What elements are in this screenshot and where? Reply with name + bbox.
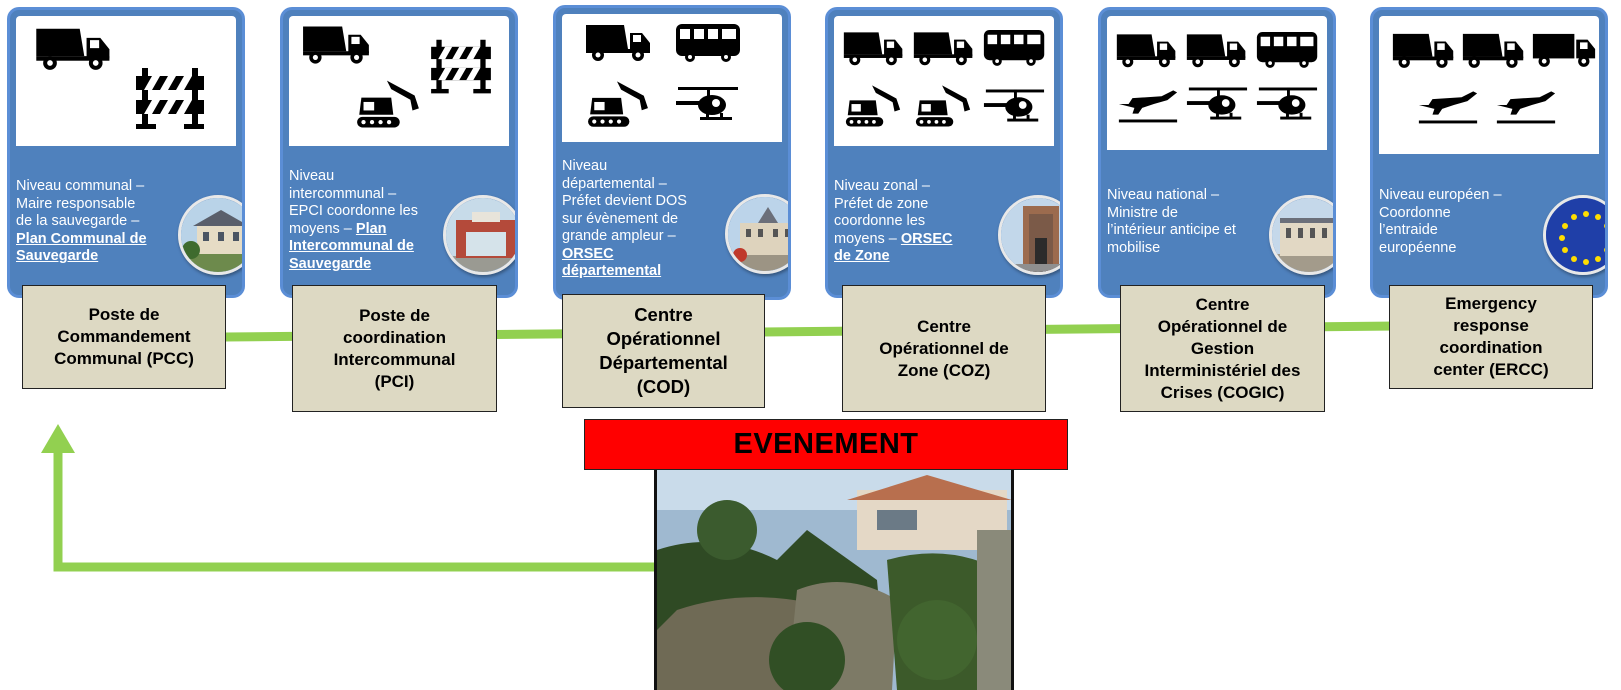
level-card-national: Niveau national – Ministre de l’intérieu… — [1098, 7, 1336, 298]
plan-link[interactable]: ORSEC — [562, 245, 614, 262]
plan-link[interactable]: Plan Communal de — [16, 230, 147, 247]
dump-truck-icon — [843, 32, 903, 66]
dump-truck-icon — [1392, 33, 1454, 68]
resources-icons — [289, 16, 509, 146]
helicopter-icon — [676, 87, 738, 120]
level-description: Niveau communal – Maire responsable de l… — [16, 178, 176, 266]
dump-truck-icon — [1186, 34, 1246, 68]
helicopter-icon — [1256, 87, 1318, 120]
level-description: Niveau zonal – Préfet de zone coordonne … — [834, 178, 994, 266]
helicopter-icon — [983, 89, 1045, 122]
ministry-photo — [1269, 195, 1333, 275]
resources-icons — [562, 14, 782, 142]
plan-link[interactable]: Plan — [355, 220, 387, 237]
road-barrier-icon — [136, 68, 204, 129]
event-banner: EVENEMENT — [584, 419, 1068, 470]
dump-truck-icon — [303, 26, 369, 64]
airplane-icon — [1118, 90, 1178, 123]
eu-flag-photo — [1543, 195, 1605, 275]
excavator-icon — [915, 85, 971, 127]
resources-icons — [1379, 16, 1599, 154]
plan-link[interactable]: Intercommunal de — [289, 238, 414, 254]
centre-box-ercc: Emergency response coordination center (… — [1389, 285, 1593, 389]
centre-box-pci: Poste de coordination Intercommunal (PCI… — [292, 285, 497, 412]
level-description: Niveau national – Ministre de l’intérieu… — [1107, 187, 1236, 256]
level-description: Niveau départemental – Préfet devient DO… — [562, 158, 732, 281]
prefecture-photo — [725, 194, 788, 274]
level-card-zonal: Niveau zonal – Préfet de zone coordonne … — [825, 7, 1063, 298]
centre-box-pcc: Poste de Commandement Communal (PCC) — [22, 285, 226, 389]
truck-icon — [1532, 33, 1596, 67]
up-arrow-icon — [41, 424, 75, 453]
road-barrier-icon — [431, 39, 491, 94]
level-card-communal: Niveau communal – Maire responsable de l… — [7, 7, 245, 298]
dump-truck-icon — [1462, 33, 1524, 68]
resources-icons — [834, 16, 1054, 146]
centre-box-coz: Centre Opérationnel de Zone (COZ) — [842, 285, 1046, 412]
mairie-photo — [178, 195, 242, 275]
plan-link[interactable]: de Zone — [834, 248, 890, 264]
plan-link[interactable]: départemental — [562, 263, 662, 279]
resources-icons — [16, 16, 236, 146]
bus-icon — [676, 24, 740, 62]
dump-truck-icon — [36, 28, 110, 70]
dump-truck-icon — [1116, 34, 1176, 68]
flood-photo — [654, 470, 1014, 690]
level-card-intercommunal: Niveau intercommunal – EPCI coordonne le… — [280, 7, 518, 298]
plan-link[interactable]: ORSEC — [900, 230, 953, 247]
zone-tower-photo — [998, 195, 1060, 275]
excavator-icon — [357, 80, 419, 128]
centre-box-cod: Centre Opérationnel Départemental (COD) — [562, 294, 765, 408]
level-card-europeen: Niveau européen – Coordonne l’entraide e… — [1370, 7, 1608, 298]
helicopter-icon — [1186, 87, 1248, 120]
level-card-departemental: Niveau départemental – Préfet devient DO… — [553, 5, 791, 300]
airplane-icon — [1418, 91, 1478, 124]
airplane-icon — [1496, 91, 1556, 124]
excavator-icon — [845, 85, 901, 127]
plan-link[interactable]: Sauvegarde — [16, 248, 99, 264]
resources-icons — [1107, 16, 1327, 150]
bus-icon — [1256, 32, 1318, 68]
level-description: Niveau européen – Coordonne l’entraide e… — [1379, 187, 1502, 256]
level-description: Niveau intercommunal – EPCI coordonne le… — [289, 168, 449, 273]
dump-truck-icon — [913, 32, 973, 66]
bus-icon — [983, 30, 1045, 66]
dump-truck-icon — [586, 25, 650, 61]
centre-box-cogic: Centre Opérationnel de Gestion Intermini… — [1120, 285, 1325, 412]
excavator-icon — [588, 81, 648, 127]
intercommunal-building-photo — [443, 195, 515, 275]
plan-link[interactable]: Sauvegarde — [289, 255, 372, 272]
